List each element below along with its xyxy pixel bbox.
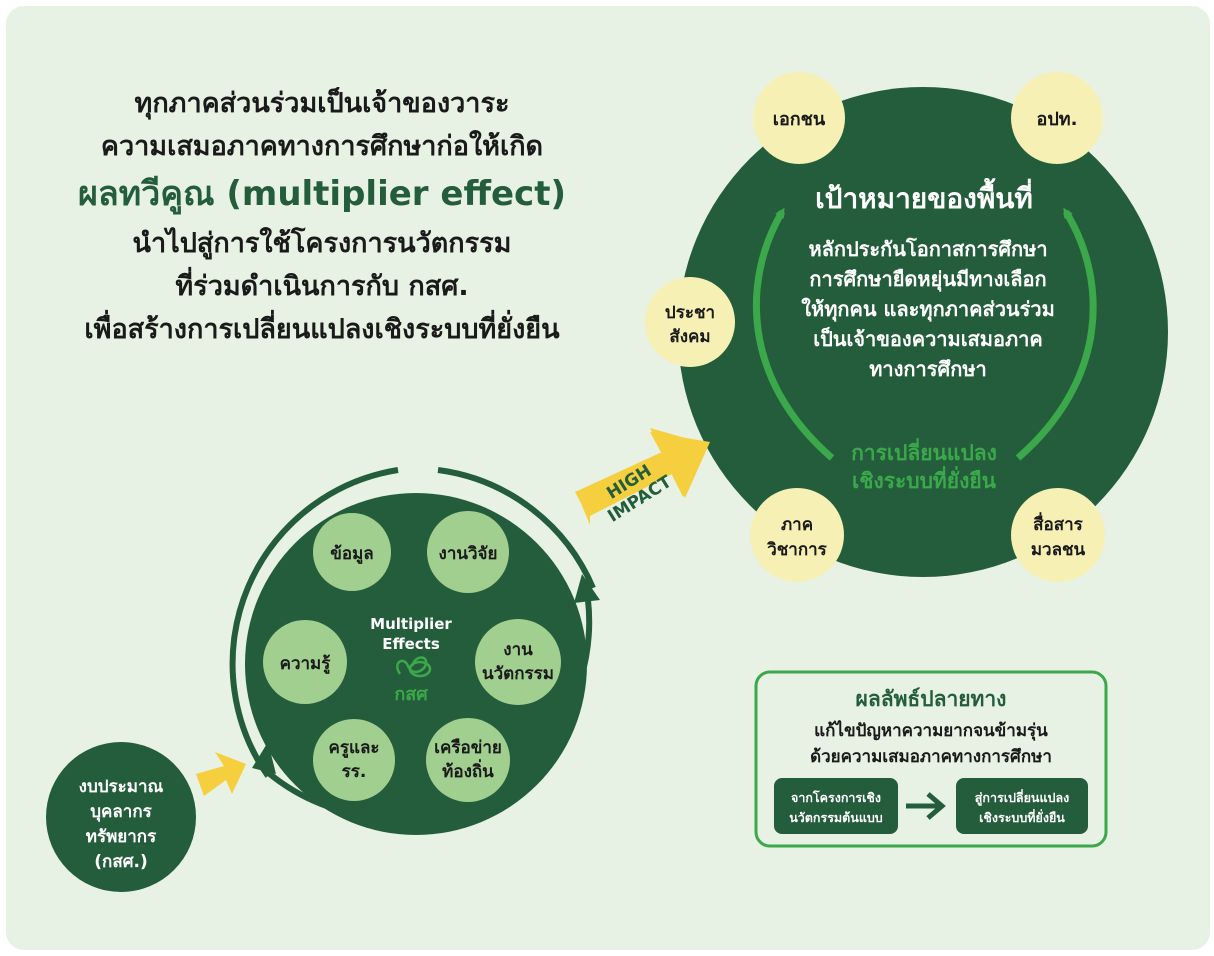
resources-line-2: บุคลากร bbox=[90, 802, 152, 822]
multiplier-center-line-1: Multiplier bbox=[370, 615, 452, 633]
headline-emphasis: ผลทวีคูณ (multiplier effect) bbox=[78, 174, 566, 215]
item-network bbox=[426, 718, 510, 802]
multiplier-group: ข้อมูล งานวิจัย งาน นวัตกรรม เครือข่าย ท… bbox=[229, 467, 600, 835]
headline-line-5: ที่ร่วมดำเนินการกับ กสศ. bbox=[175, 266, 468, 302]
headline-line-6: เพื่อสร้างการเปลี่ยนแปลงเชิงระบบที่ยั่งย… bbox=[84, 309, 560, 345]
eef-logo-icon bbox=[396, 656, 432, 678]
stakeholder-academia bbox=[750, 488, 844, 582]
outcome-from-box bbox=[774, 778, 898, 834]
headline-line-2: ความเสมอภาคทางการศึกษาก่อให้เกิด bbox=[101, 130, 543, 162]
cycle-arrow-left bbox=[752, 207, 835, 461]
item-innovation-label-1: งาน bbox=[503, 640, 533, 660]
stakeholder-media bbox=[1011, 488, 1105, 582]
item-knowledge-label: ความรู้ bbox=[280, 654, 332, 675]
outcome-title: ผลลัพธ์ปลายทาง bbox=[856, 687, 1007, 711]
outcome-box: ผลลัพธ์ปลายทาง แก้ไขปัญหาความยากจนข้ามรุ… bbox=[754, 670, 1108, 848]
outcome-subtitle-1: แก้ไขปัญหาความยากจนข้ามรุ่น bbox=[814, 720, 1048, 741]
stakeholder-academia-label-2: วิชาการ bbox=[767, 540, 828, 560]
stakeholder-civil-society bbox=[645, 277, 735, 367]
goal-body-line-1: หลักประกันโอกาสการศึกษา bbox=[808, 237, 1047, 261]
systemic-change-line-2: เชิงระบบที่ยั่งยืน bbox=[852, 465, 997, 493]
resources-line-1: งบประมาณ bbox=[79, 777, 164, 797]
outcome-from-line-2: นวัตกรรมต้นแบบ bbox=[789, 810, 883, 825]
stakeholder-media-label-2: มวลชน bbox=[1031, 540, 1086, 560]
cycle-arrow-right bbox=[1015, 207, 1097, 461]
stakeholder-private bbox=[753, 72, 845, 164]
headline-line-4: นำไปสู่การใช้โครงการนวัตกรรม bbox=[133, 226, 512, 260]
stakeholders: เอกชน อปท. ประชา สังคม ภาค วิชาการ สื่อส… bbox=[645, 72, 1105, 582]
outcome-to-box bbox=[956, 778, 1088, 834]
resources-line-3: ทรัพยากร bbox=[86, 827, 157, 847]
item-teachers bbox=[313, 719, 395, 801]
headline-line-1: ทุกภาคส่วนร่วมเป็นเจ้าของวาระ bbox=[135, 85, 510, 120]
item-teachers-label-1: ครูและ bbox=[328, 738, 379, 759]
stakeholder-private-label: เอกชน bbox=[773, 109, 826, 130]
systemic-change-line-1: การเปลี่ยนแปลง bbox=[851, 437, 997, 465]
outcome-from-line-1: จากโครงการเชิง bbox=[791, 790, 881, 805]
multiplier-center-line-2: Effects bbox=[382, 635, 440, 653]
cycle-arc-left bbox=[229, 467, 399, 778]
stakeholder-civil-society-label-2: สังคม bbox=[669, 327, 710, 347]
resources-line-4: (กสศ.) bbox=[94, 852, 147, 872]
outcome-to-line-2: เชิงระบบที่ยั่งยืน bbox=[979, 809, 1065, 825]
cycle-arc-top bbox=[437, 467, 596, 590]
item-knowledge bbox=[263, 620, 347, 704]
resources-group: งบประมาณ บุคลากร ทรัพยากร (กสศ.) bbox=[46, 742, 246, 892]
item-research bbox=[427, 511, 509, 593]
arrow-right-icon bbox=[906, 792, 946, 820]
item-research-label: งานวิจัย bbox=[439, 544, 498, 564]
logo-text: กสศ bbox=[394, 684, 428, 705]
stakeholder-academia-label-1: ภาค bbox=[781, 515, 813, 535]
item-data bbox=[313, 513, 391, 591]
goal-body-line-5: ทางการศึกษา bbox=[869, 357, 986, 381]
resources-arrow bbox=[196, 752, 246, 796]
stakeholder-media-label-1: สื่อสาร bbox=[1033, 512, 1084, 535]
resources-circle bbox=[46, 742, 196, 892]
stakeholder-local-gov-label: อปท. bbox=[1037, 109, 1078, 130]
stakeholder-local-gov bbox=[1011, 72, 1103, 164]
item-network-label-2: ท้องถิ่น bbox=[442, 759, 494, 782]
outcome-subtitle-2: ด้วยความเสมอภาคทางการศึกษา bbox=[810, 747, 1052, 767]
headline: ทุกภาคส่วนร่วมเป็นเจ้าของวาระ ความเสมอภา… bbox=[78, 85, 566, 345]
goal-body-line-2: การศึกษายืดหยุ่นมีทางเลือก bbox=[809, 267, 1046, 292]
goal-title: เป้าหมายของพื้นที่ bbox=[815, 177, 1033, 215]
stakeholder-civil-society-label-1: ประชา bbox=[665, 303, 715, 323]
goal-group: เป้าหมายของพื้นที่ หลักประกันโอกาสการศึก… bbox=[678, 87, 1168, 577]
outcome-to-line-1: สู่การเปลี่ยนแปลง bbox=[975, 789, 1069, 806]
item-network-label-1: เครือข่าย bbox=[434, 737, 502, 758]
item-data-label: ข้อมูล bbox=[330, 544, 373, 565]
goal-body-line-4: เป็นเจ้าของความเสมอภาค bbox=[813, 326, 1043, 351]
high-impact-arrow: HIGH IMPACT bbox=[575, 428, 710, 527]
goal-circle bbox=[678, 87, 1168, 577]
item-innovation-label-2: นวัตกรรม bbox=[482, 664, 554, 684]
item-innovation bbox=[475, 619, 561, 705]
item-teachers-label-2: รร. bbox=[342, 762, 367, 782]
goal-body-line-3: ให้ทุกคน และทุกภาคส่วนร่วม bbox=[801, 297, 1055, 322]
